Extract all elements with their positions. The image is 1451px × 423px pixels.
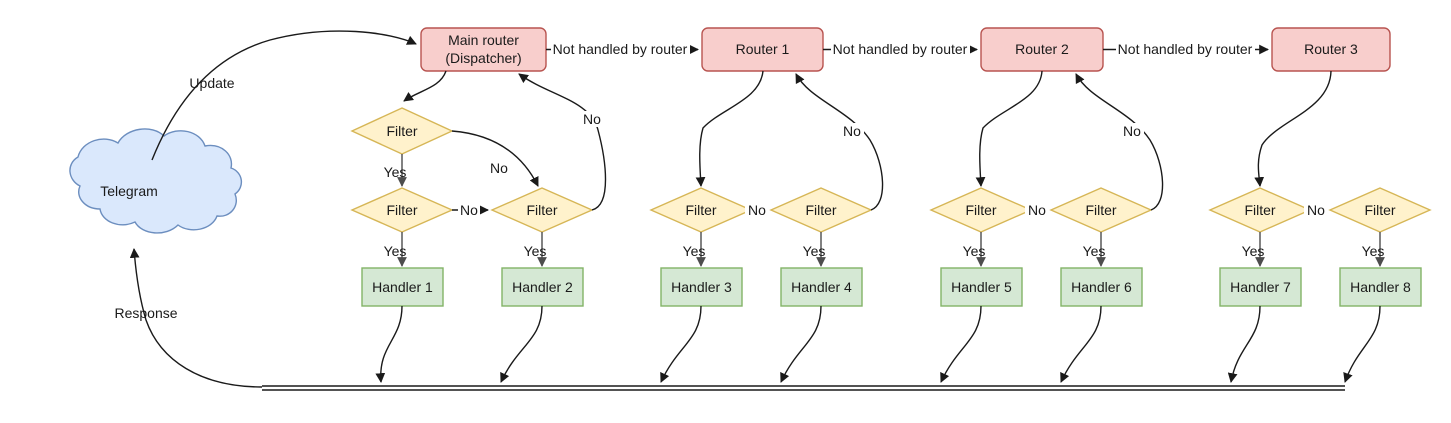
edge-label-yes-4: Yes bbox=[683, 243, 706, 259]
edge-response bbox=[129, 248, 263, 388]
handler-6-label: Handler 6 bbox=[1071, 279, 1132, 295]
router-3-label: Router 3 bbox=[1304, 41, 1358, 57]
node-handler-2[interactable]: Handler 2 bbox=[501, 267, 584, 307]
edge-label-yes-9: Yes bbox=[1362, 243, 1385, 259]
node-filter-8[interactable]: Filter bbox=[1328, 187, 1432, 233]
edge-label-no-2: No bbox=[460, 202, 478, 218]
node-main-router[interactable]: Main router (Dispatcher) bbox=[420, 27, 547, 72]
node-filter-4[interactable]: Filter bbox=[769, 187, 873, 233]
edge-handler1-to-bus bbox=[375, 305, 403, 383]
node-handler-4[interactable]: Handler 4 bbox=[780, 267, 863, 307]
edge-label-no-4: No bbox=[748, 202, 766, 218]
edge-mainrouter-to-filter-main-top bbox=[403, 70, 447, 102]
edge-handler7-to-bus bbox=[1227, 305, 1261, 383]
router-1-label: Router 1 bbox=[736, 41, 790, 57]
edge-update bbox=[151, 30, 417, 161]
node-filter-3[interactable]: Filter bbox=[649, 187, 753, 233]
filter-main-top-label: Filter bbox=[386, 123, 417, 139]
edge-label-no-3: No bbox=[583, 111, 601, 127]
node-filter-7[interactable]: Filter bbox=[1208, 187, 1312, 233]
edge-label-yes-5: Yes bbox=[803, 243, 826, 259]
edge-handler8-to-bus bbox=[1343, 305, 1381, 383]
filter-6-label: Filter bbox=[1085, 202, 1116, 218]
edge-filter6-no-to-router2 bbox=[1075, 73, 1164, 211]
edge-filter-main-top-no bbox=[451, 130, 539, 187]
edge-label-no-5: No bbox=[843, 123, 861, 139]
edge-router3-to-filter7 bbox=[1254, 70, 1332, 187]
edge-label-yes-3: Yes bbox=[524, 243, 547, 259]
edge-label-response: Response bbox=[114, 305, 177, 321]
node-filter-1[interactable]: Filter bbox=[350, 187, 454, 233]
filter-7-label: Filter bbox=[1244, 202, 1275, 218]
edge-label-yes-2: Yes bbox=[384, 243, 407, 259]
node-handler-5[interactable]: Handler 5 bbox=[940, 267, 1023, 307]
handler-3-label: Handler 3 bbox=[671, 279, 732, 295]
edge-handler6-to-bus bbox=[1060, 305, 1102, 383]
edge-label-yes-6: Yes bbox=[963, 243, 986, 259]
edge-handler5-to-bus bbox=[940, 305, 982, 383]
node-filter-5[interactable]: Filter bbox=[929, 187, 1033, 233]
edge-label-no-6: No bbox=[1028, 202, 1046, 218]
node-handler-6[interactable]: Handler 6 bbox=[1060, 267, 1143, 307]
filter-1-label: Filter bbox=[386, 202, 417, 218]
node-filter-6[interactable]: Filter bbox=[1049, 187, 1153, 233]
edge-label-yes-1: Yes bbox=[384, 164, 407, 180]
telegram-cloud: Telegram bbox=[69, 128, 242, 234]
edge-label-no-8: No bbox=[1307, 202, 1325, 218]
edge-label-no-7: No bbox=[1123, 123, 1141, 139]
node-handler-1[interactable]: Handler 1 bbox=[361, 267, 444, 307]
edge-label-not-handled-3: Not handled by router bbox=[1118, 41, 1253, 57]
node-router-2[interactable]: Router 2 bbox=[980, 27, 1104, 72]
handler-1-label: Handler 1 bbox=[372, 279, 433, 295]
edge-handler4-to-bus bbox=[780, 305, 822, 383]
filter-5-label: Filter bbox=[965, 202, 996, 218]
edge-label-no-1: No bbox=[490, 160, 508, 176]
filter-3-label: Filter bbox=[685, 202, 716, 218]
edge-handler3-to-bus bbox=[660, 305, 702, 383]
node-router-1[interactable]: Router 1 bbox=[701, 27, 824, 72]
edge-filter4-no-to-router1 bbox=[795, 73, 884, 211]
edge-router1-to-filter3 bbox=[695, 70, 764, 187]
handler-7-label: Handler 7 bbox=[1230, 279, 1291, 295]
edge-label-update: Update bbox=[189, 75, 234, 91]
filter-2-label: Filter bbox=[526, 202, 557, 218]
router-2-label: Router 2 bbox=[1015, 41, 1069, 57]
node-router-3[interactable]: Router 3 bbox=[1271, 27, 1391, 72]
node-handler-8[interactable]: Handler 8 bbox=[1339, 267, 1422, 307]
filter-8-label: Filter bbox=[1364, 202, 1395, 218]
edge-filter2-no-to-mainrouter bbox=[518, 73, 607, 211]
edge-label-yes-7: Yes bbox=[1083, 243, 1106, 259]
node-filter-2[interactable]: Filter bbox=[490, 187, 594, 233]
telegram-label: Telegram bbox=[100, 183, 158, 199]
handler-5-label: Handler 5 bbox=[951, 279, 1012, 295]
main-router-label-line1: Main router bbox=[448, 32, 519, 48]
node-handler-3[interactable]: Handler 3 bbox=[660, 267, 743, 307]
main-router-label-line2: (Dispatcher) bbox=[445, 50, 521, 66]
edge-router2-to-filter5 bbox=[975, 70, 1043, 187]
handler-8-label: Handler 8 bbox=[1350, 279, 1411, 295]
node-filter-main-top[interactable]: Filter bbox=[350, 107, 454, 155]
edge-label-not-handled-2: Not handled by router bbox=[833, 41, 968, 57]
edge-handler2-to-bus bbox=[500, 305, 543, 383]
node-handler-7[interactable]: Handler 7 bbox=[1219, 267, 1302, 307]
filter-4-label: Filter bbox=[805, 202, 836, 218]
edge-label-yes-8: Yes bbox=[1242, 243, 1265, 259]
edge-label-not-handled-1: Not handled by router bbox=[553, 41, 688, 57]
handler-2-label: Handler 2 bbox=[512, 279, 573, 295]
handler-4-label: Handler 4 bbox=[791, 279, 852, 295]
